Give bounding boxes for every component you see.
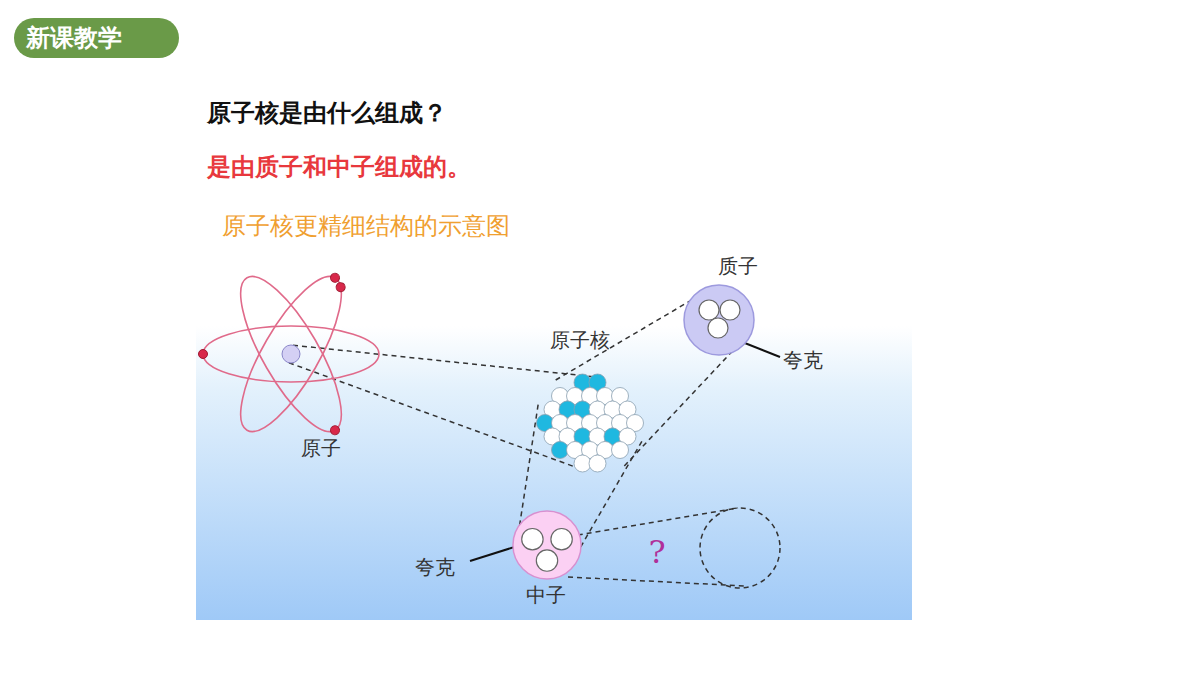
node-shape [535,368,645,478]
node-label: 中子 [526,582,566,609]
quark [708,318,728,338]
node-label: 质子 [718,253,758,280]
nucleon [574,455,591,472]
dashed-connector [518,405,642,555]
node-label: 原子 [301,435,341,462]
node-shape [511,509,583,581]
node-label: 原子核 [550,327,610,354]
atom-nucleus [282,345,300,363]
electron [329,424,341,436]
particle [684,285,754,355]
quark [699,300,719,320]
orbit [203,326,379,382]
node-shape [191,264,391,444]
quark [536,550,557,571]
proton-node: 质子 [682,283,756,357]
node-shape [682,283,756,357]
dashed-connector [556,295,739,466]
connector-line [624,345,738,466]
electron [329,272,341,284]
answer: 是由质子和中子组成的。 [207,151,471,183]
figure-title: 原子核更精细结构的示意图 [222,210,510,242]
nucleus-node: 原子核 [535,368,645,478]
particle [513,511,581,579]
quark [551,528,572,549]
nucleon [552,442,569,459]
neutron-node: 中子 [511,509,583,581]
nucleon [589,455,606,472]
callout-label: 夸克 [783,347,823,374]
question: 原子核是由什么组成？ [207,97,447,129]
electron [199,350,208,359]
badge-text: 新课教学 [26,22,122,54]
nucleon [612,442,629,459]
atom-node: 原子 [191,264,391,444]
unknown-circle [700,508,780,588]
electron [334,281,346,293]
quark [720,300,740,320]
quark [522,528,543,549]
orbit [223,264,359,444]
callout-label: 夸克 [415,554,455,581]
question-mark: ? [648,533,665,571]
orbit [223,264,359,444]
dashed-connector [289,345,601,468]
